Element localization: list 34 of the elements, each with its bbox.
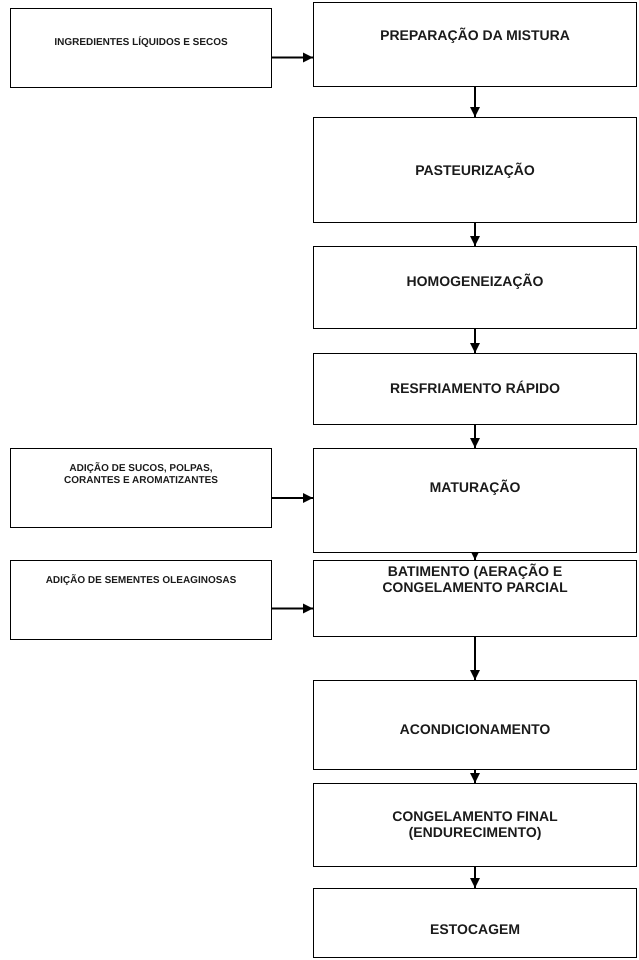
arrow [470, 223, 480, 246]
step-label: BATIMENTO (AERAÇÃO E CONGELAMENTO PARCIAL [381, 563, 569, 595]
process-box [313, 888, 637, 958]
process-box [313, 353, 637, 425]
step-label: PASTEURIZAÇÃO [415, 162, 535, 178]
step-label: PREPARAÇÃO DA MISTURA [380, 27, 570, 43]
arrow [470, 425, 480, 448]
arrow [470, 770, 480, 783]
arrow [470, 637, 480, 680]
process-box [313, 117, 637, 223]
process-box [313, 680, 637, 770]
arrow [272, 493, 313, 503]
arrow [272, 52, 313, 62]
arrow [470, 329, 480, 353]
arrow [470, 87, 480, 117]
process-box [313, 246, 637, 329]
step-label: RESFRIAMENTO RÁPIDO [390, 380, 560, 396]
step-label: HOMOGENEIZAÇÃO [406, 273, 544, 289]
process-box [10, 8, 272, 88]
process-box [313, 783, 637, 867]
process-box [313, 560, 637, 637]
step-label: ACONDICIONAMENTO [400, 721, 550, 737]
arrow [470, 867, 480, 888]
step-label: ADIÇÃO DE SUCOS, POLPAS, CORANTES E AROMATIZANTES [63, 463, 219, 487]
process-box [313, 448, 637, 553]
arrow [272, 604, 313, 614]
step-label: INGREDIENTES LÍQUIDOS E SECOS [54, 37, 228, 49]
process-box [10, 560, 272, 640]
process-box [10, 448, 272, 528]
step-label: MATURAÇÃO [430, 479, 520, 495]
process-box [313, 2, 637, 87]
step-label: ADIÇÃO DE SEMENTES OLEAGINOSAS [46, 575, 236, 587]
step-label: ESTOCAGEM [430, 921, 520, 937]
step-label: CONGELAMENTO FINAL (ENDURECIMENTO) [391, 808, 559, 840]
